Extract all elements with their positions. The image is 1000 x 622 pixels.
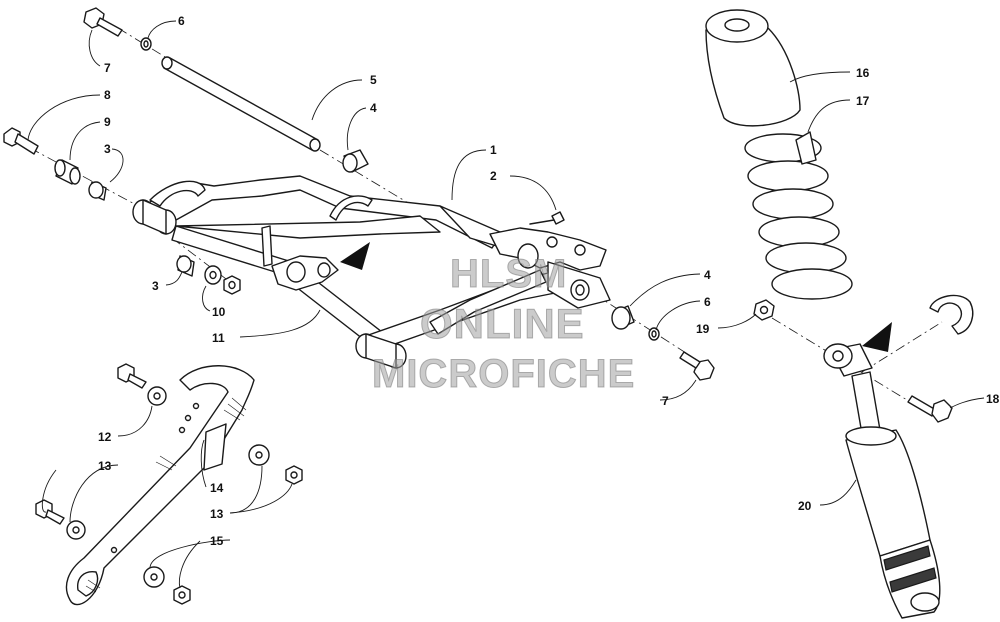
limiter-strap [65,365,255,606]
callout-16: 16 [856,66,870,80]
callout-19: 19 [696,322,710,336]
shock-absorber [823,343,941,619]
bolt-right [679,351,715,381]
bushing-left-upper [88,181,107,201]
callout-4-top: 4 [370,101,377,115]
bushing-right [611,305,635,330]
spacer-left [54,159,81,185]
callout-3-upper: 3 [104,142,111,156]
callout-10: 10 [212,305,226,319]
watermark-line-1: HLSM [449,252,568,297]
shock-direction-arrow [862,322,892,352]
strap-bolts [35,363,147,525]
callout-13-left: 13 [98,459,112,473]
callout-7-right: 7 [662,394,669,408]
callout-13-right: 13 [210,507,224,521]
watermark-line-3: MICROFICHE [371,352,636,397]
callout-17: 17 [856,94,870,108]
watermark-line-2: ONLINE [420,300,585,348]
cross-shaft [161,56,321,152]
callout-7-top: 7 [104,61,111,75]
bolt-top [83,7,123,37]
callout-3-lower: 3 [152,279,159,293]
grease-fitting [529,211,565,225]
callout-11: 11 [212,331,225,345]
bushing-top [342,149,369,173]
shock-boot [705,9,801,127]
bushing-left-lower [176,255,195,277]
callout-4-right: 4 [704,268,711,282]
leader-lines [27,20,985,589]
front-direction-arrow [340,242,370,270]
callout-15: 15 [210,534,224,548]
callout-18: 18 [986,392,1000,406]
callout-6-top: 6 [178,14,185,28]
callout-5: 5 [370,73,377,87]
callout-12: 12 [98,430,112,444]
washer-left [204,265,222,285]
callout-8: 8 [104,88,111,102]
shock-bolt [907,395,953,423]
coil-spring [744,131,853,300]
retaining-ring [929,294,974,335]
clip-top [140,37,152,51]
callout-9: 9 [104,115,111,129]
callout-14: 14 [210,481,224,495]
callout-20: 20 [798,499,812,513]
strap-washers [66,386,270,588]
callouts: 6 7 5 4 8 9 3 1 2 3 10 11 4 6 7 19 16 17… [98,14,1000,548]
callout-2: 2 [490,169,497,183]
callout-6-right: 6 [704,295,711,309]
bolt-left [3,127,39,155]
swing-arm [132,175,611,369]
nut-left [223,275,241,295]
callout-1: 1 [490,143,497,157]
shock-nut [753,299,775,321]
clip-right [648,327,660,341]
strap-nuts [173,465,303,605]
